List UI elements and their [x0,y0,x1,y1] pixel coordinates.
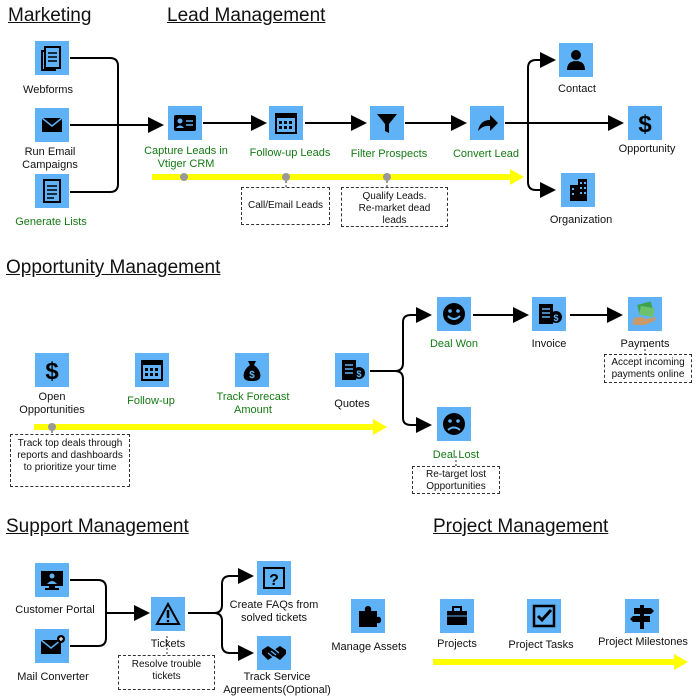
quote-document-icon[interactable]: $ [335,353,369,387]
follow-up-label: Follow-up [127,395,175,407]
svg-text:$: $ [356,369,361,379]
money-bag-icon[interactable]: $ [235,353,269,387]
invoice-label: Invoice [531,338,567,350]
opportunity-progress-bar [34,345,646,466]
project-tasks-label: Project Tasks [508,639,574,651]
payments-label: Payments [620,338,670,350]
person-icon[interactable] [559,43,593,77]
smiley-icon[interactable] [437,297,471,331]
generate-lists-label: Generate Lists [15,216,87,228]
tickets-label: Tickets [150,638,186,650]
funnel-icon[interactable] [370,106,404,140]
customer-portal-label: Customer Portal [15,604,95,616]
svg-text:$: $ [553,313,558,323]
share-arrow-icon[interactable] [470,106,504,140]
mail-plus-icon[interactable] [35,629,69,663]
list-document-icon[interactable] [35,174,69,208]
payment-hand-icon[interactable] [628,297,662,331]
marketing-connector [70,57,164,193]
opportunity-connectors [370,307,623,433]
building-icon[interactable] [561,173,595,207]
warning-icon[interactable] [151,597,185,631]
convert-lead-label: Convert Lead [452,148,520,160]
svg-text:$: $ [249,370,255,381]
note-qualify-leads: Qualify Leads.Re-market dead leads [341,187,448,227]
dollar-icon[interactable]: $ [628,106,662,140]
section-title-support-management: Support Management [6,516,189,537]
puzzle-icon[interactable] [351,599,385,633]
filter-prospects-label: Filter Prospects [350,148,428,160]
envelope-icon[interactable] [35,108,69,142]
section-title-opportunity-management: Opportunity Management [6,257,221,278]
checkbox-icon[interactable] [527,599,561,633]
projects-label: Projects [437,638,477,650]
handshake-icon[interactable] [257,636,291,670]
monitor-user-icon[interactable] [35,563,69,597]
briefcase-icon[interactable] [440,599,474,633]
project-progress-bar [433,654,688,670]
lead-flow-connectors [203,52,624,198]
support-connectors [70,568,254,661]
sad-face-icon[interactable] [437,407,471,441]
id-card-icon[interactable] [168,106,202,140]
opportunity-label: Opportunity [618,143,676,155]
invoice-icon[interactable]: $ [532,297,566,331]
follow-up-calendar-icon[interactable] [135,353,169,387]
contact-label: Contact [558,83,596,95]
organization-label: Organization [549,214,613,226]
signpost-icon[interactable] [625,599,659,633]
svg-text:$: $ [45,358,59,385]
deal-lost-label: Deal Lost [432,449,480,461]
deal-won-label: Deal Won [429,338,479,350]
note-call-email-leads: Call/Email Leads [241,187,330,225]
calendar-icon[interactable] [269,106,303,140]
section-title-marketing: Marketing [8,5,92,26]
lead-progress-bar [152,169,524,188]
webforms-label: Webforms [23,84,73,96]
mail-converter-label: Mail Converter [17,671,89,683]
svg-text:?: ? [269,572,279,589]
open-opportunity-dollar-icon[interactable]: $ [35,353,69,387]
quotes-label: Quotes [334,398,370,410]
question-icon[interactable]: ? [257,561,291,595]
svg-text:$: $ [638,111,652,138]
section-title-lead-management: Lead Management [167,5,326,26]
project-milestones-label: Project Milestones [598,636,688,648]
document-icon[interactable] [35,41,69,75]
manage-assets-label: Manage Assets [331,641,407,653]
section-title-project-management: Project Management [433,516,609,537]
follow-up-leads-label: Follow-up Leads [249,147,331,159]
